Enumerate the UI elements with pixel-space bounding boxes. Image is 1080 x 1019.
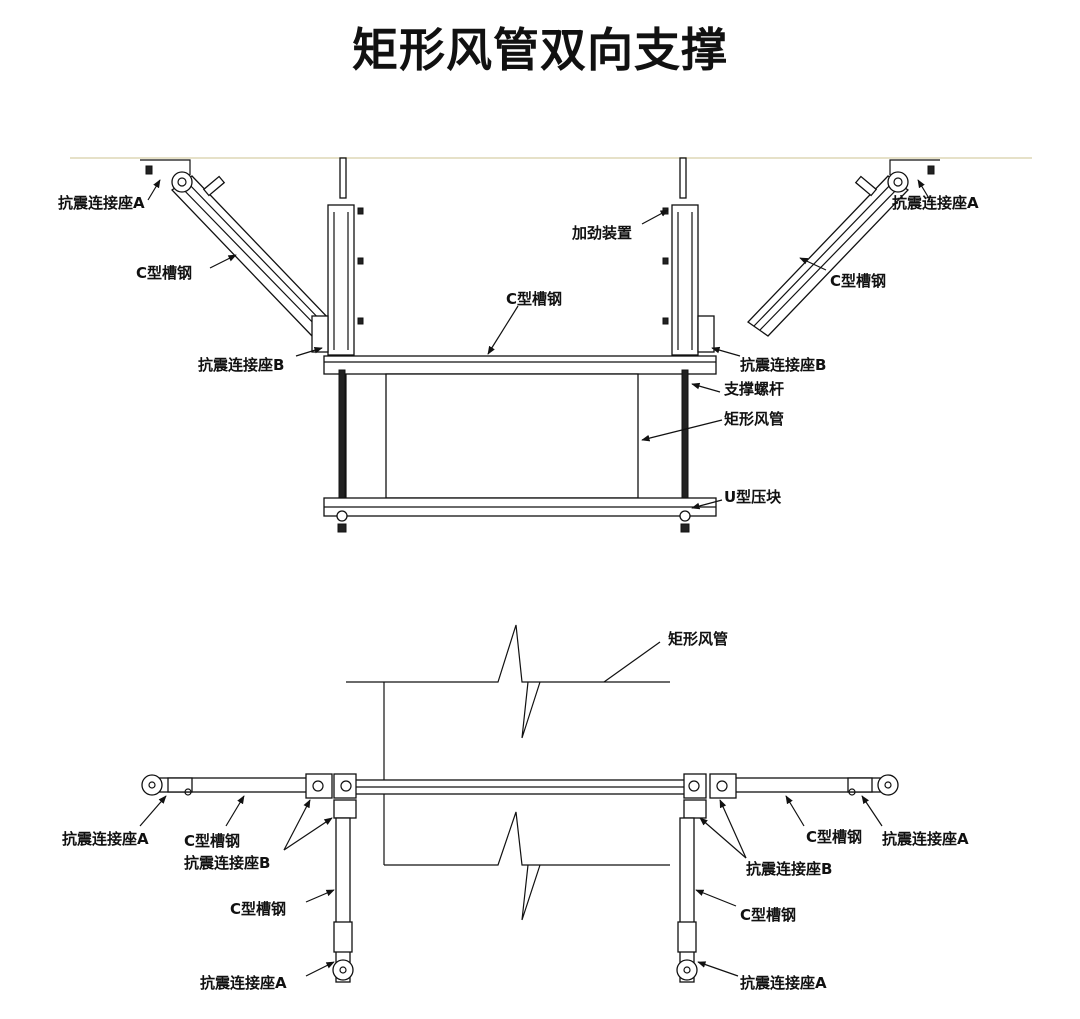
- page-title: 矩形风管双向支撑: [352, 23, 728, 77]
- label-plan-channel-down-left: C型槽钢: [230, 900, 286, 918]
- seat-a-left: [140, 159, 226, 197]
- label-duct-front: 矩形风管: [724, 410, 784, 428]
- label-plan-channel-right: C型槽钢: [806, 828, 862, 846]
- label-rod: 支撑螺杆: [723, 380, 784, 398]
- plan-node-left: [305, 773, 357, 819]
- label-seat-a-right: 抗震连接座A: [892, 194, 979, 212]
- label-seat-a-left: 抗震连接座A: [58, 194, 145, 212]
- plan-node-right: [683, 773, 737, 819]
- label-duct-plan: 矩形风管: [668, 630, 728, 648]
- duct-plan-outline: [346, 624, 670, 739]
- label-plan-seat-a-left: 抗震连接座A: [62, 830, 149, 848]
- rect-duct-front: [385, 373, 639, 499]
- reinforce-frame-right: [662, 204, 715, 356]
- plan-down-right: [679, 817, 695, 983]
- label-plan-channel-left: C型槽钢: [184, 832, 240, 850]
- plan-view: 矩形风管 抗震连接座A C型槽钢 抗震连接座B C型槽钢 抗震连接座A 抗震连接…: [62, 624, 969, 992]
- label-plan-seat-b-right: 抗震连接座B: [746, 860, 832, 878]
- seat-a-right: [854, 159, 940, 197]
- front-view: 抗震连接座A 抗震连接座A 加劲装置 C型槽钢 C型槽钢 C型槽钢 抗震连接座B…: [58, 157, 1032, 533]
- diagonal-channel-right: [747, 175, 909, 337]
- label-seat-b-left: 抗震连接座B: [198, 356, 284, 374]
- label-plan-seat-a-right: 抗震连接座A: [882, 830, 969, 848]
- label-plan-seat-b-left: 抗震连接座B: [184, 854, 270, 872]
- reinforce-frame-left: [311, 204, 364, 356]
- label-seat-b-right: 抗震连接座B: [740, 356, 826, 374]
- label-plan-seat-a-bottom-right: 抗震连接座A: [740, 974, 827, 992]
- hanging-rod-left: [339, 157, 347, 199]
- diagonal-channel-left: [171, 175, 333, 337]
- label-reinforce: 加劲装置: [571, 224, 632, 242]
- label-channel-left: C型槽钢: [136, 264, 192, 282]
- label-plan-seat-a-bottom-left: 抗震连接座A: [200, 974, 287, 992]
- hanging-rod-right: [679, 157, 687, 199]
- plan-down-left: [335, 817, 351, 983]
- label-clamp: U型压块: [724, 488, 782, 506]
- label-plan-channel-down-right: C型槽钢: [740, 906, 796, 924]
- horizontal-channel-top: [323, 355, 717, 375]
- label-channel-top: C型槽钢: [506, 290, 562, 308]
- label-channel-right: C型槽钢: [830, 272, 886, 290]
